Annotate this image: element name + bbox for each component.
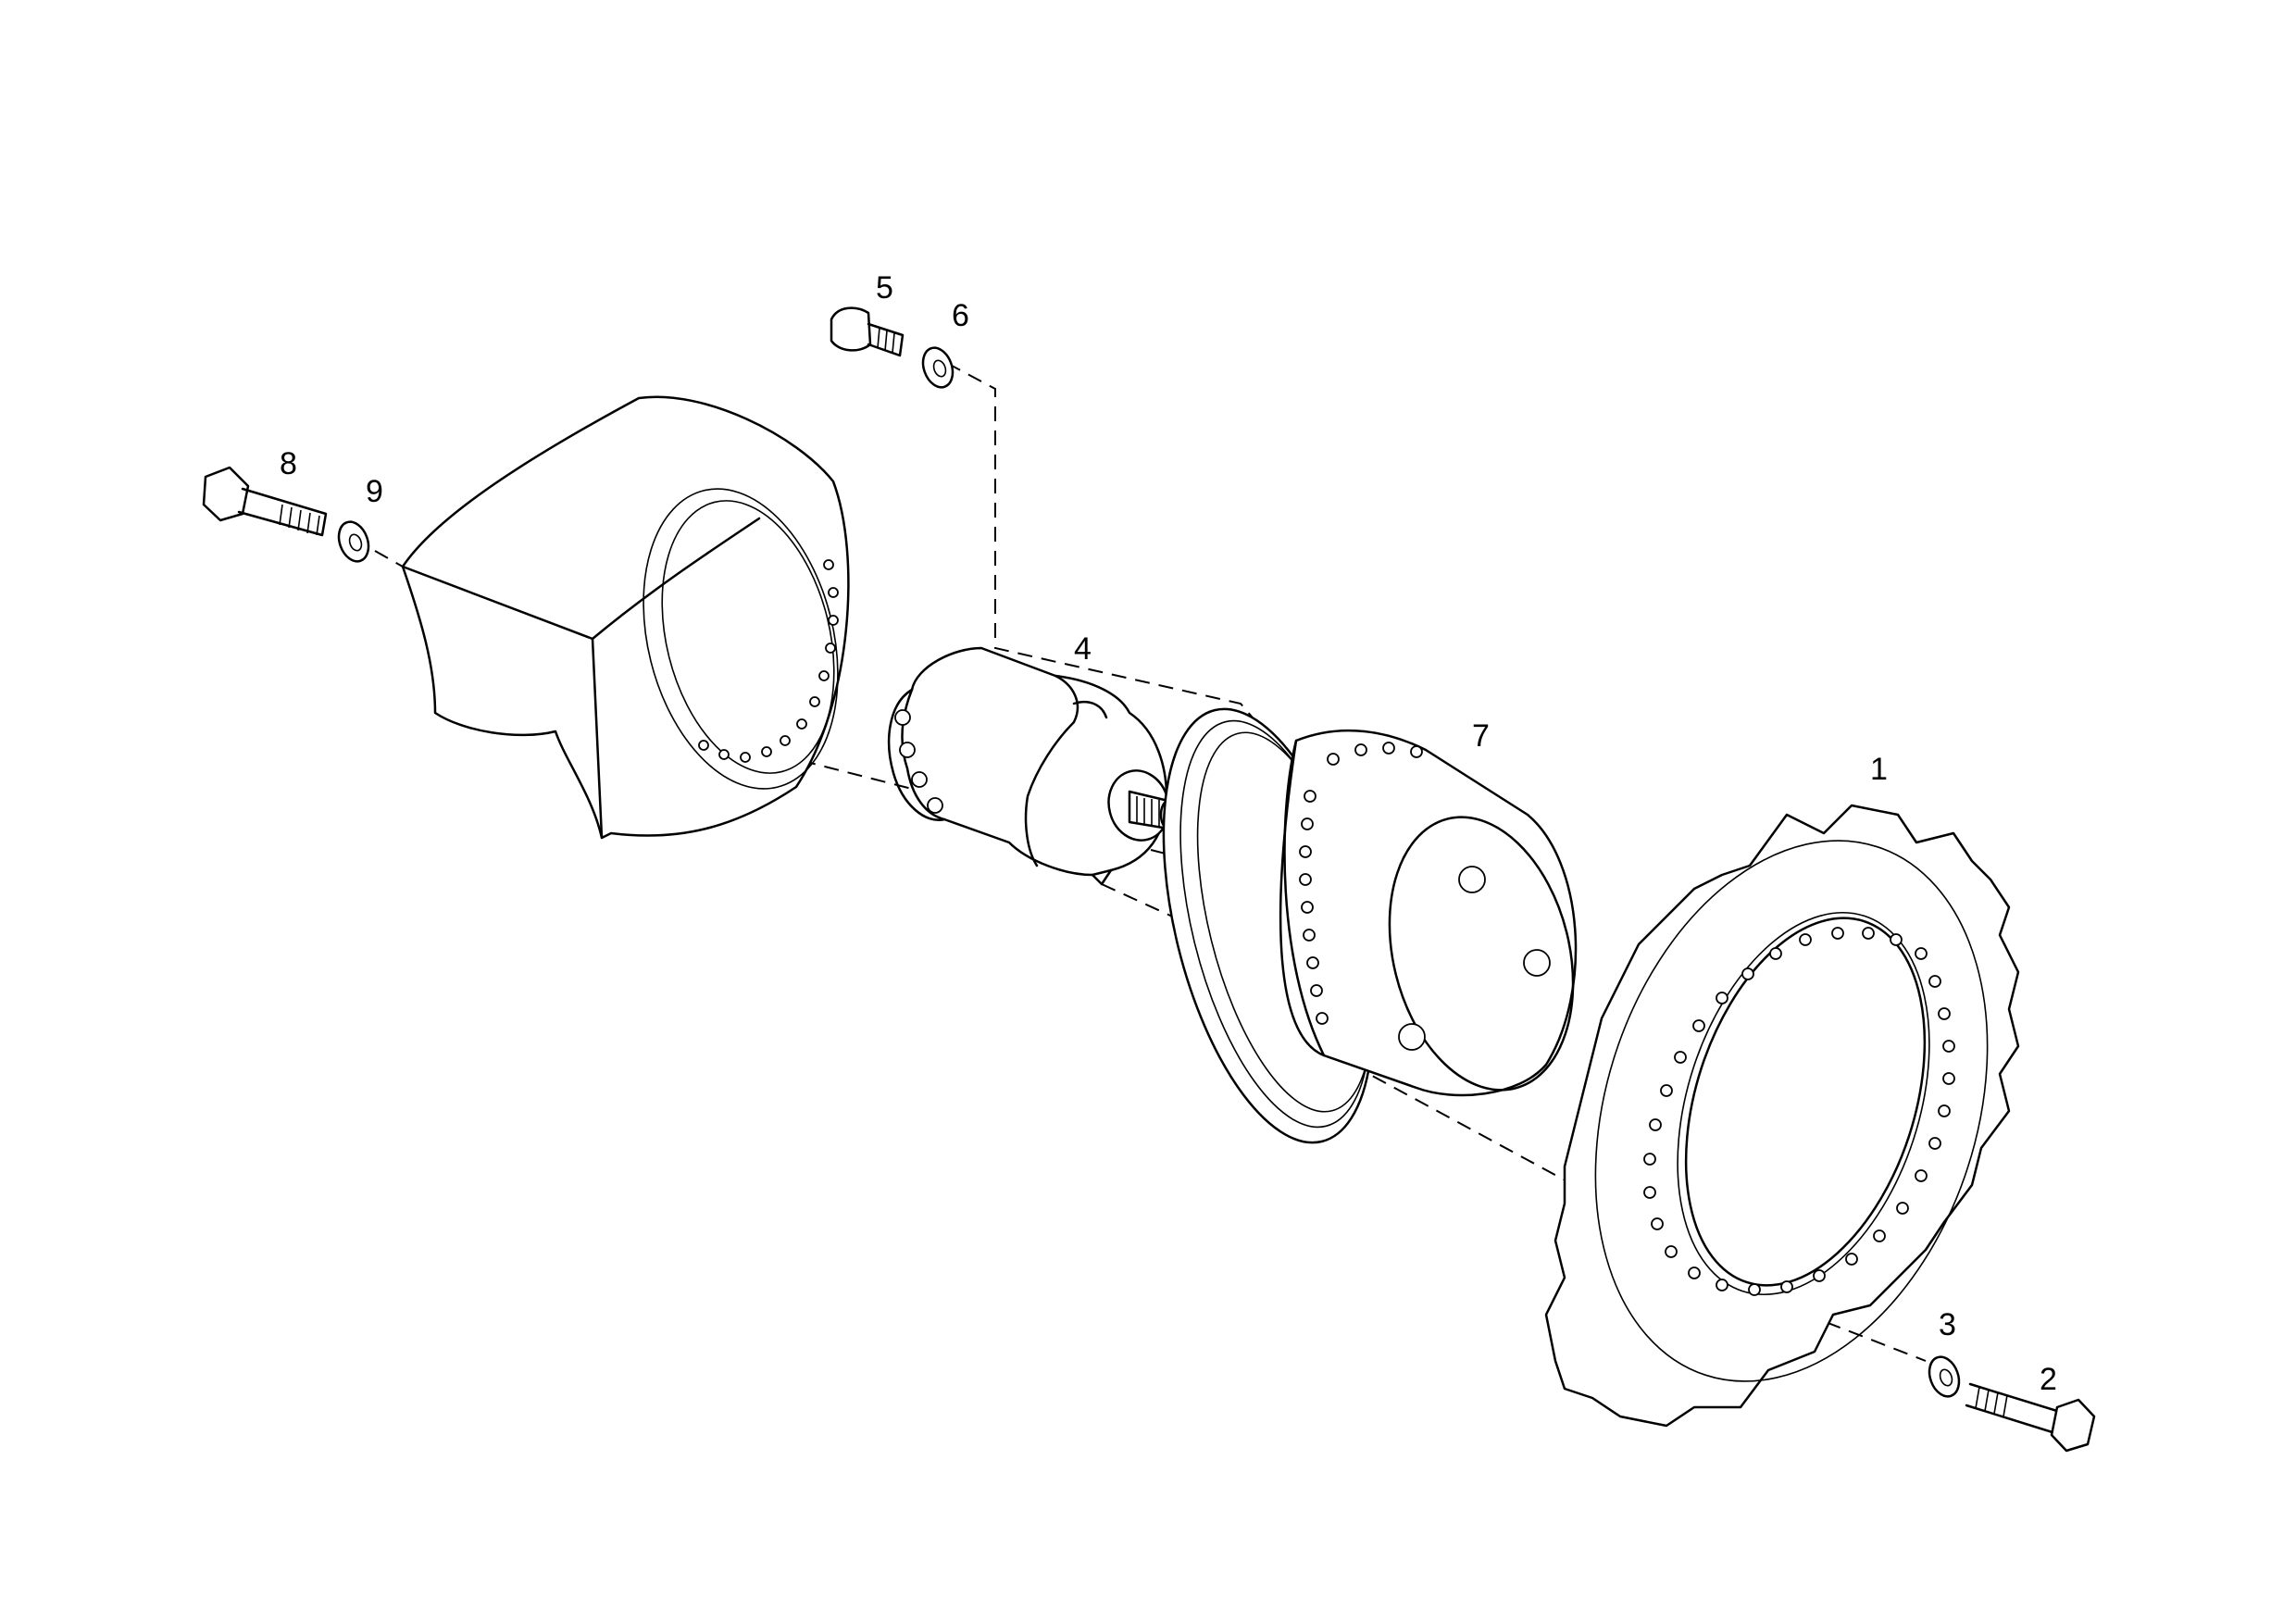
callout-labels: 1 2 3 4 5 6 7 8 9 — [280, 270, 2057, 1397]
callout-5: 5 — [876, 270, 893, 306]
callout-9: 9 — [366, 474, 383, 509]
gearbox-bolt-circle — [1299, 742, 1423, 1025]
callout-6: 6 — [952, 298, 969, 333]
bolt-2 — [1965, 1382, 2096, 1453]
housing-bolt-holes — [698, 559, 839, 763]
gearbox-housing — [401, 395, 850, 840]
callout-2: 2 — [2040, 1362, 2057, 1397]
hydraulic-motor-4 — [888, 646, 1178, 886]
washer-9 — [337, 520, 370, 563]
sprocket-bolt-circle — [1643, 927, 1955, 1296]
callout-4: 4 — [1074, 631, 1092, 667]
planetary-gearbox-7 — [1162, 707, 1578, 1144]
sprocket-1 — [1544, 804, 2020, 1428]
bolt-8 — [202, 466, 328, 537]
washer-3 — [1928, 1355, 1961, 1398]
callout-8: 8 — [280, 446, 297, 481]
callout-7: 7 — [1472, 718, 1490, 754]
callout-3: 3 — [1939, 1307, 1956, 1342]
washer-6 — [921, 346, 955, 389]
callout-1: 1 — [1870, 752, 1888, 787]
cap-screw-5 — [830, 306, 905, 357]
